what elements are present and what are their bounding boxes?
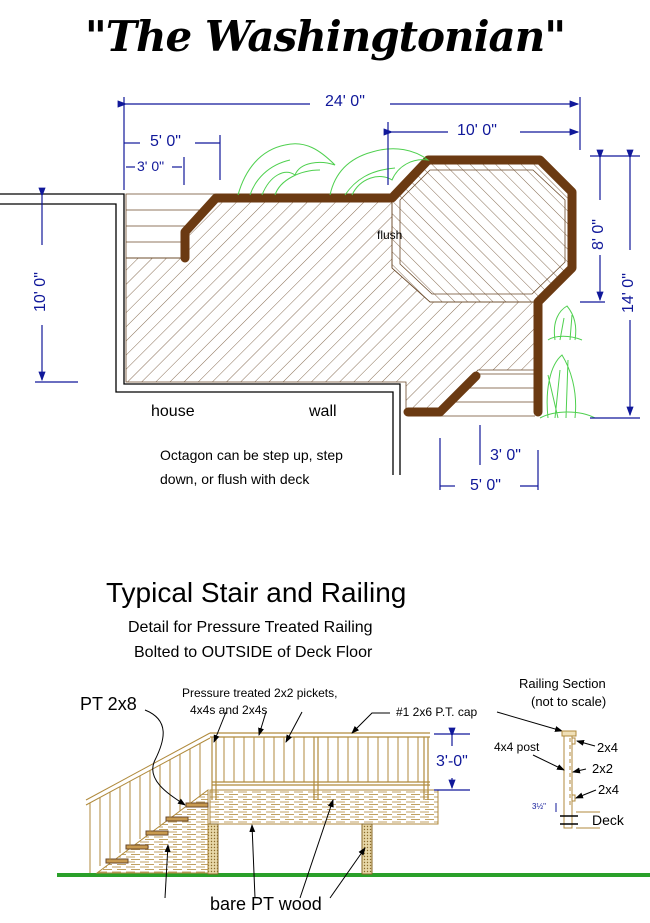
section-bottom-rail-label: 2x4 xyxy=(598,782,619,797)
callout-height: 3'-0" xyxy=(436,753,468,770)
plant-icon xyxy=(237,143,596,419)
dimension-lower-stair-inner: 3' 0" xyxy=(490,447,521,464)
house-wall xyxy=(0,193,401,475)
dimension-octagon-width: 10' 0" xyxy=(457,122,497,139)
house-label: house xyxy=(151,403,195,420)
dimension-overall-width: 24' 0" xyxy=(325,93,365,110)
note-line-1: Octagon can be step up, step xyxy=(160,447,343,463)
note-line-2: down, or flush with deck xyxy=(160,471,310,487)
callout-pickets-1: Pressure treated 2x2 pickets, xyxy=(182,686,338,700)
section-deck-label: Deck xyxy=(592,812,624,828)
section-gap-label: 3½" xyxy=(532,802,546,811)
section-post-label: 4x4 post xyxy=(494,740,540,754)
dimension-stair-outer: 5' 0" xyxy=(150,133,181,150)
detail-subheading-2: Bolted to OUTSIDE of Deck Floor xyxy=(134,644,373,661)
dimension-lower-stair-outer: 5' 0" xyxy=(470,477,501,494)
callout-pt-2x8: PT 2x8 xyxy=(80,694,137,714)
dimension-stair-inner: 3' 0" xyxy=(137,158,165,174)
railing xyxy=(180,155,577,417)
section-subtitle: (not to scale) xyxy=(531,694,607,709)
wall-label: wall xyxy=(309,403,337,420)
dimension-lines xyxy=(35,97,640,490)
callout-pickets-2: 4x4s and 2x4s xyxy=(190,703,268,717)
section-picket-label: 2x2 xyxy=(592,761,613,776)
page-title: "The Washingtonian" xyxy=(84,12,566,61)
callout-bare-wood: bare PT wood xyxy=(210,894,322,914)
detail-heading: Typical Stair and Railing xyxy=(106,577,407,608)
detail-subheading-1: Detail for Pressure Treated Railing xyxy=(128,619,373,636)
callout-cap: #1 2x6 P.T. cap xyxy=(396,705,478,719)
section-top-rail-label: 2x4 xyxy=(597,740,618,755)
flush-label: flush xyxy=(377,228,403,242)
section-title: Railing Section xyxy=(519,676,606,691)
